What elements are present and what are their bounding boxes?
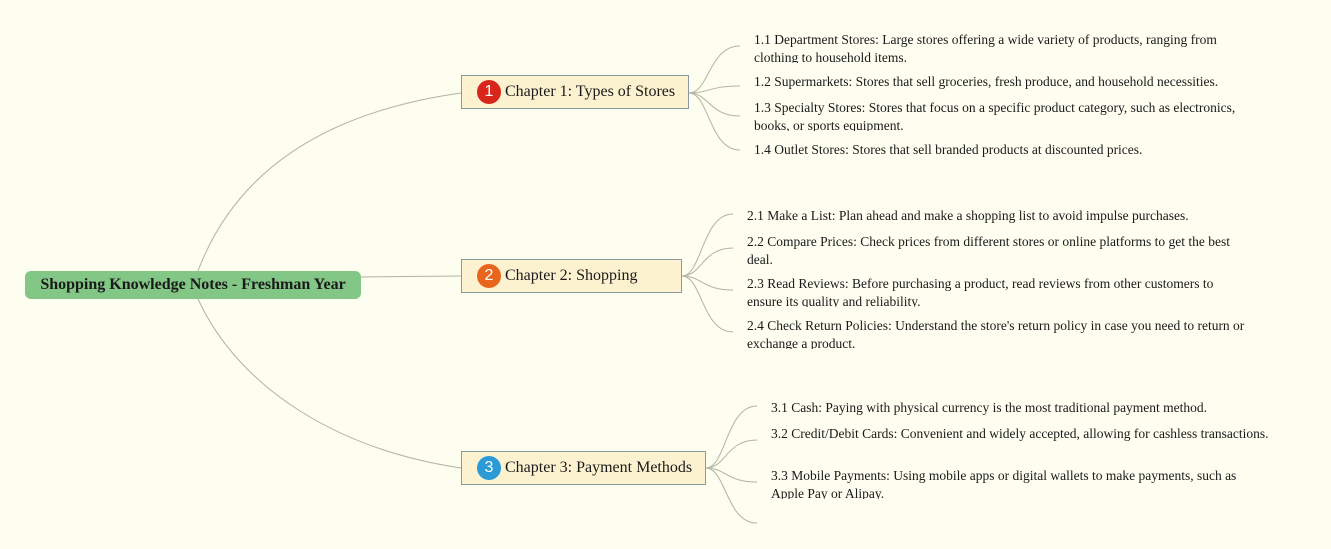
root-to-chapter-3-line: [197, 298, 462, 469]
branch-line-3-3: [705, 467, 758, 483]
branch-line-2-1: [681, 213, 734, 277]
subtopic-3-1[interactable]: 3.1 Cash: Paying with physical currency …: [771, 400, 1208, 415]
subtopic-2-3[interactable]: 2.3 Read Reviews: Before purchasing a pr…: [747, 276, 1214, 307]
root-to-chapter-2-line: [360, 275, 462, 278]
branch-line-3-2: [705, 439, 758, 469]
subtopic-3-4[interactable]: [771, 509, 1271, 525]
branch-line-3-1: [705, 405, 758, 469]
chapter-1-topic[interactable]: 1 Chapter 1: Types of Stores: [461, 75, 689, 109]
subtopic-2-2[interactable]: 2.2 Compare Prices: Check prices from di…: [747, 234, 1231, 267]
subtopic-1-2[interactable]: 1.2 Supermarkets: Stores that sell groce…: [754, 74, 1219, 89]
chapter-2-topic[interactable]: 2 Chapter 2: Shopping: [461, 259, 682, 293]
subtopic-3-2[interactable]: 3.2 Credit/Debit Cards: Convenient and w…: [771, 426, 1269, 441]
root-title: Shopping Knowledge Notes - Freshman Year: [40, 276, 346, 293]
root-topic[interactable]: Shopping Knowledge Notes - Freshman Year: [25, 271, 361, 299]
branch-line-2-3: [681, 275, 734, 291]
number-1-badge-icon: 1: [477, 80, 501, 104]
branch-line-1-4: [688, 92, 741, 151]
number-2-badge-icon: 2: [477, 264, 501, 288]
root-to-chapter-1-line: [197, 92, 462, 272]
branch-line-1-3: [688, 92, 741, 117]
chapter-1-title: Chapter 1: Types of Stores: [505, 83, 676, 100]
branch-line-2-4: [681, 275, 734, 333]
subtopic-1-4[interactable]: 1.4 Outlet Stores: Stores that sell bran…: [754, 142, 1143, 157]
chapter-3-topic[interactable]: 3 Chapter 3: Payment Methods: [461, 451, 706, 485]
subtopic-3-3[interactable]: 3.3 Mobile Payments: Using mobile apps o…: [771, 468, 1237, 499]
chapter-3-title: Chapter 3: Payment Methods: [505, 459, 693, 476]
subtopic-1-1[interactable]: 1.1 Department Stores: Large stores offe…: [754, 32, 1217, 63]
subtopic-2-4[interactable]: 2.4 Check Return Policies: Understand th…: [747, 318, 1245, 349]
subtopic-2-1[interactable]: 2.1 Make a List: Plan ahead and make a s…: [747, 208, 1189, 223]
branch-line-2-2: [681, 247, 734, 277]
branch-line-1-1: [688, 45, 741, 94]
chapter-2-title: Chapter 2: Shopping: [505, 267, 638, 284]
subtopic-1-3[interactable]: 1.3 Specialty Stores: Stores that focus …: [754, 100, 1236, 131]
number-3-badge-icon: 3: [477, 456, 501, 480]
branch-line-3-4: [705, 467, 758, 524]
branch-line-1-2: [688, 85, 741, 94]
